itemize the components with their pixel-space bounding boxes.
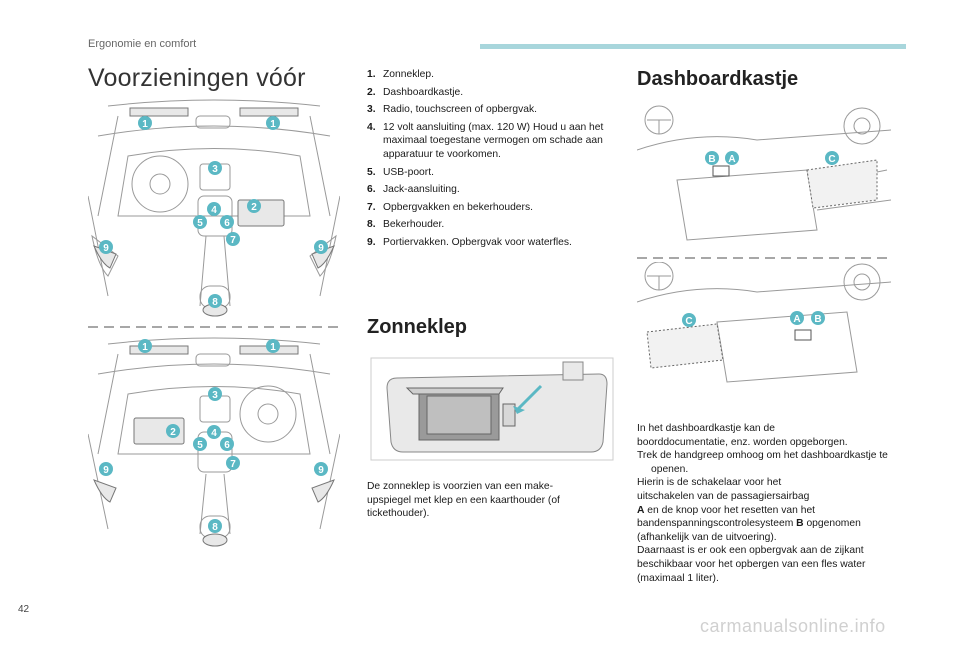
callout-7: 7 [230, 459, 236, 470]
page-number: 42 [18, 604, 30, 615]
callout-1: 1 [270, 119, 276, 130]
interior-illustration-rhd: 1 1 3 2 4 5 6 7 9 9 8 [88, 337, 340, 547]
section-label: Ergonomie en comfort [88, 38, 197, 50]
callout-c: C [828, 154, 835, 165]
callout-5: 5 [197, 218, 203, 229]
dashboardkastje-text: In het dashboardkastje kan de boorddocum… [637, 422, 907, 585]
list-item: 7.Opbergvakken en bekerhouders. [367, 201, 533, 213]
glovebox-illustration-lhd: B A C [637, 105, 891, 241]
zonneklep-heading: Zonneklep [367, 316, 468, 338]
callout-4: 4 [211, 205, 217, 216]
zonneklep-text: De zonneklep is voorzien van een make- u… [367, 481, 560, 520]
callout-6: 6 [224, 440, 230, 451]
callout-a: A [793, 314, 800, 325]
callout-c: C [685, 316, 692, 327]
page-title: Voorzieningen vóór [88, 64, 306, 92]
callout-a: A [728, 154, 735, 165]
sun-visor-illustration [370, 357, 614, 461]
callout-6: 6 [224, 218, 230, 229]
list-item: 8.Bekerhouder. [367, 219, 445, 231]
callout-3: 3 [212, 390, 218, 401]
instruction-bullet: Trek de handgreep omhoog om het dashboar… [637, 450, 888, 475]
callout-8: 8 [212, 522, 218, 533]
callout-9: 9 [318, 465, 324, 476]
list-item: 6.Jack-aansluiting. [367, 184, 460, 196]
glovebox-illustration-rhd: C A B [637, 262, 891, 383]
callout-3: 3 [212, 164, 218, 175]
list-item: 5.USB-poort. [367, 166, 434, 178]
header-rule [480, 44, 906, 49]
dashboardkastje-heading: Dashboardkastje [637, 68, 799, 90]
equipment-list: 1.Zonneklep. 2.Dashboardkastje. 3.Radio,… [367, 68, 617, 254]
interior-illustration-lhd: 1 1 3 2 4 5 6 7 9 9 8 [88, 99, 340, 317]
callout-9: 9 [103, 465, 109, 476]
callout-5: 5 [197, 440, 203, 451]
callout-4: 4 [211, 428, 217, 439]
callout-7: 7 [230, 235, 236, 246]
list-item: 4.12 volt aansluiting (max. 120 W) Houd … [367, 121, 604, 160]
callout-1: 1 [142, 119, 148, 130]
list-item: 9.Portiervakken. Opbergvak voor waterfle… [367, 236, 572, 248]
list-item: 3.Radio, touchscreen of opbergvak. [367, 104, 537, 116]
list-item: 1.Zonneklep. [367, 69, 434, 80]
callout-b: B [814, 314, 821, 325]
callout-2: 2 [170, 427, 176, 438]
watermark: carmanualsonline.info [700, 616, 886, 636]
callout-1: 1 [142, 342, 148, 353]
callout-9: 9 [103, 243, 109, 254]
list-item: 2.Dashboardkastje. [367, 86, 464, 98]
callout-2: 2 [251, 202, 257, 213]
callout-b: B [708, 154, 715, 165]
callout-9: 9 [318, 243, 324, 254]
divider-dashed [88, 326, 342, 328]
callout-1: 1 [270, 342, 276, 353]
divider-dashed [637, 257, 891, 259]
callout-8: 8 [212, 297, 218, 308]
